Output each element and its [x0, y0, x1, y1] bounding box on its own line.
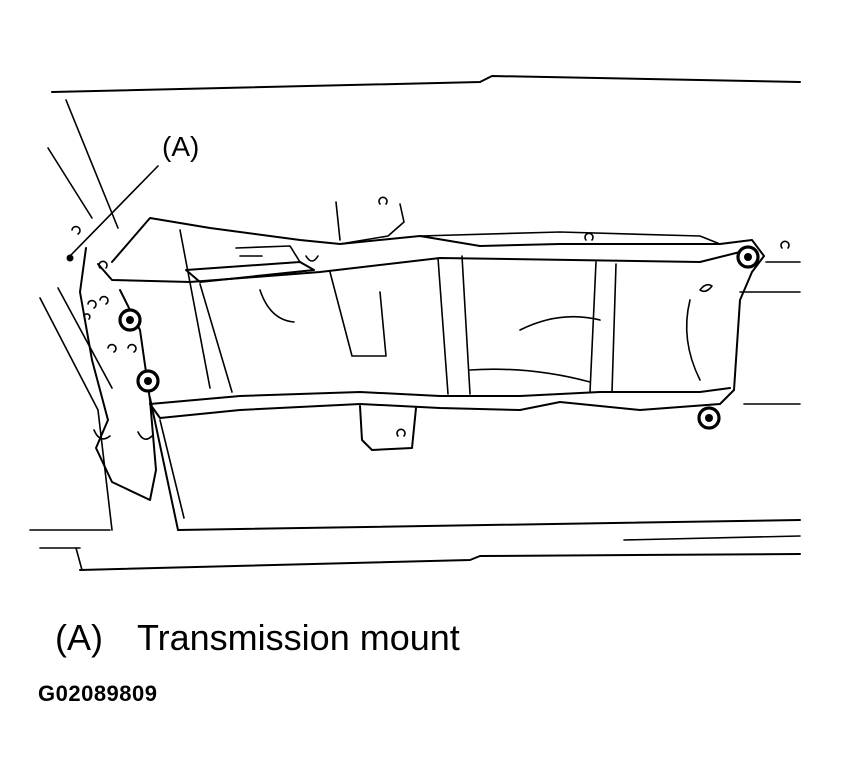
vertical-post-inner: [159, 419, 185, 519]
rib-7: [259, 289, 295, 323]
bolt-icon: [736, 245, 760, 269]
rib-3: [329, 271, 387, 357]
rib-6: [519, 315, 601, 331]
bolt-icon: [136, 369, 160, 393]
callout-leader-line: [69, 165, 159, 257]
hole-7: [98, 260, 406, 437]
legend-description: Transmission mount: [137, 617, 460, 658]
hole-8: [305, 255, 319, 262]
lower-tab: [359, 405, 417, 451]
rib-8: [469, 368, 591, 383]
hole-5: [584, 232, 790, 249]
left-bracket-slot-2: [137, 431, 153, 440]
vertical-post: [149, 397, 801, 531]
left-bracket-slot: [93, 429, 111, 440]
left-frame-rail-upper: [47, 99, 119, 229]
floor-left-tick: [75, 547, 83, 571]
right-rail-lines: [739, 261, 801, 405]
rib-5: [589, 261, 617, 393]
top-rod-bracket: [235, 245, 301, 263]
upper-body-line: [419, 231, 721, 245]
legend-item: (A) Transmission mount: [55, 618, 460, 658]
rib-2: [199, 283, 233, 393]
hole-1: [71, 225, 81, 235]
callout-target-dot: [66, 254, 74, 262]
floor-bottom-line-2: [29, 529, 801, 549]
crossmember-top-edge: [97, 251, 741, 283]
upper-body-flange: [335, 201, 405, 245]
hole-2: [83, 295, 109, 320]
hole-6: [699, 283, 713, 293]
hole-4: [378, 196, 388, 205]
crossmember-upper-flange: [111, 217, 765, 419]
crossmember-lower-edge: [149, 387, 731, 405]
rib-4: [437, 255, 471, 395]
figure-id: G02089809: [38, 681, 158, 706]
rib-9: [685, 299, 701, 381]
bolt-icon: [118, 308, 142, 332]
floor-bottom-line: [79, 553, 801, 571]
left-frame-rail-lower: [39, 287, 113, 531]
transmission-mount-diagram: (A): [29, 75, 801, 571]
floor-top-line: [51, 75, 801, 93]
legend-letter: (A): [55, 617, 103, 658]
hole-3: [107, 343, 137, 353]
rib-1: [179, 229, 211, 389]
top-rod: [185, 261, 315, 283]
bolt-icon: [697, 406, 721, 430]
callout-label: (A): [162, 131, 199, 162]
